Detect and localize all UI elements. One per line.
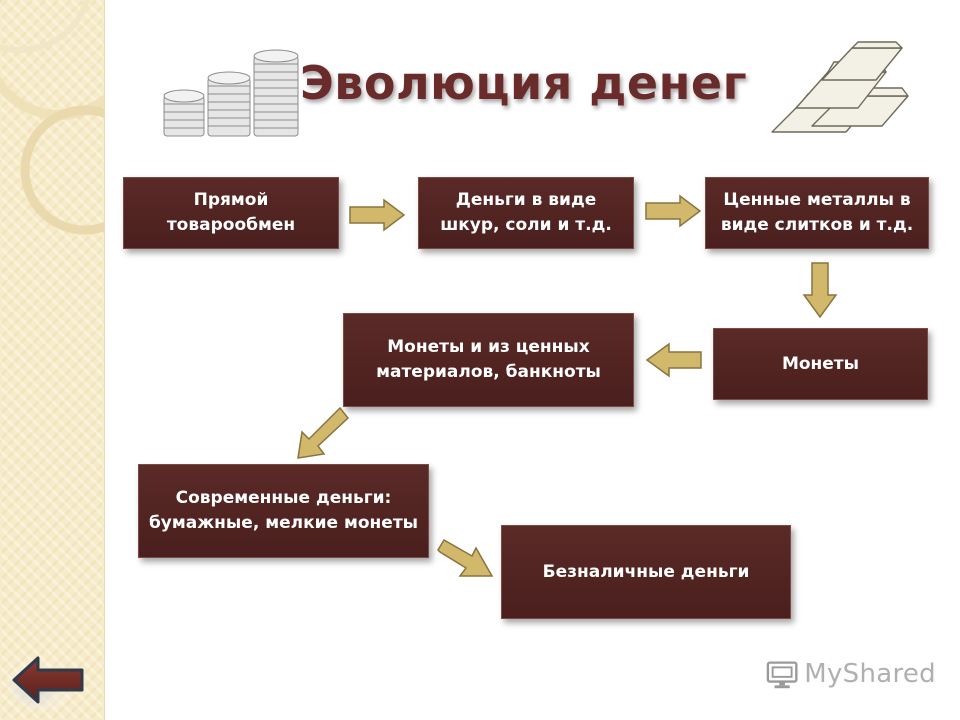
monitor-logo-icon [766,661,798,689]
arrow-down-right [437,538,494,577]
step-box-skins: Деньги в виде шкур, соли и т.д. [418,177,634,249]
step-box-cashless: Безналичные деньги [501,525,791,619]
step-box-banknotes: Монеты и из ценных материалов, банкноты [343,313,634,407]
step-label: Ценные металлы в виде слитков и т.д. [720,190,914,235]
step-box-ingots: Ценные металлы в виде слитков и т.д. [705,177,929,249]
back-button[interactable] [8,648,92,712]
step-box-modern: Современные деньги: бумажные, мелкие мон… [138,464,429,558]
arrow-left [645,342,702,378]
gold-ingots-illustration [771,41,909,133]
arrow-right-1 [349,198,406,232]
back-arrow-icon [8,656,84,710]
arrow-down [802,262,838,319]
step-label: Безналичные деньги [542,561,750,582]
step-label: Монеты и из ценных материалов, банкноты [376,337,601,382]
logo-text: MyShared [804,659,936,689]
step-label: Прямой товарообмен [166,190,296,235]
coin-stacks-illustration [163,49,299,137]
myshared-logo: MyShared [766,654,936,694]
step-label: Монеты [781,353,860,374]
arrow-right-2 [645,194,702,228]
arrow-down-left [297,406,350,459]
decorative-rings [0,0,104,235]
step-label: Современные деньги: бумажные, мелкие мон… [148,488,419,533]
step-box-barter: Прямой товарообмен [123,177,339,249]
step-box-coins: Монеты [713,328,928,400]
page-title: Эволюция денег [300,56,748,110]
step-label: Деньги в виде шкур, соли и т.д. [440,190,612,235]
